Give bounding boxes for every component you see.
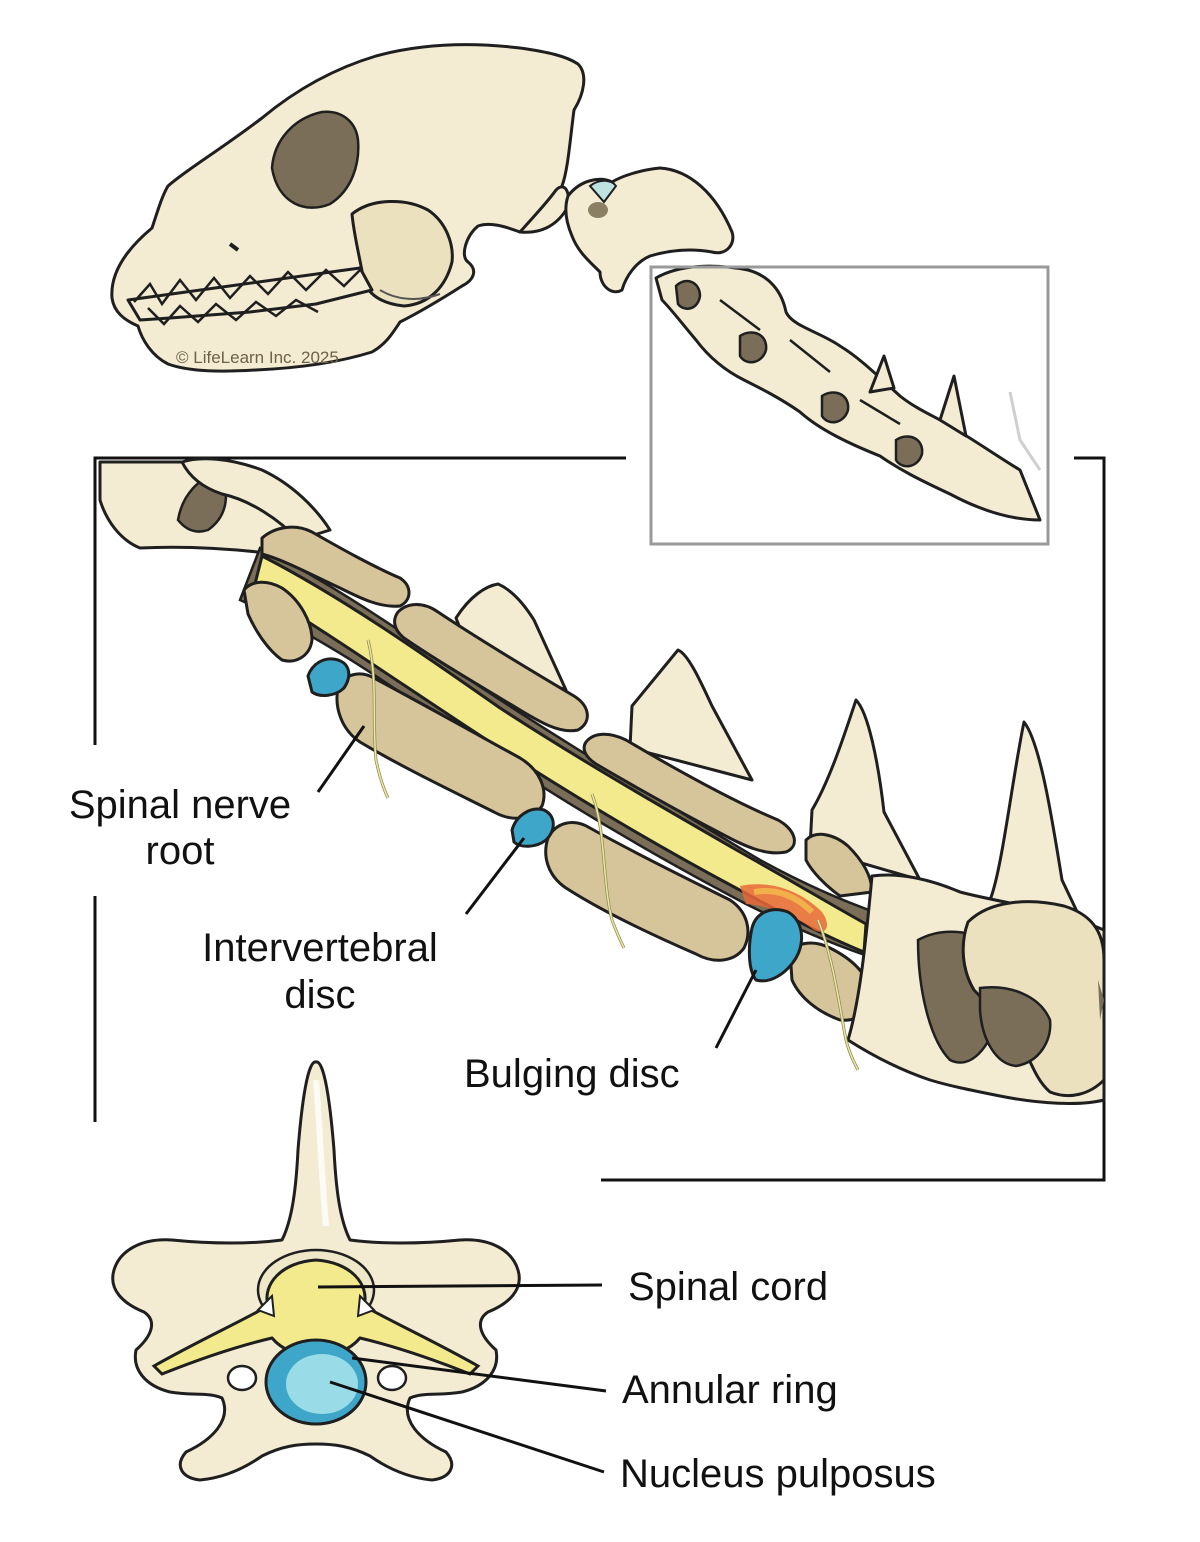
spinal-nerve-root-label-line1: Spinal nerve: [69, 783, 291, 827]
dog-skull-illustration: © LifeLearn Inc. 2025: [110, 43, 586, 373]
cervical-vertebrae-overview: [564, 166, 1042, 522]
copyright-text: © LifeLearn Inc. 2025: [176, 348, 339, 367]
spinal-nerve-root-leader: [316, 725, 366, 793]
intervertebral-disc-1: [306, 657, 351, 697]
vertebra-cross-section: [111, 1060, 521, 1482]
zoom-frame: [93, 456, 1106, 1182]
spinal-nerve-roots: [366, 639, 860, 1071]
bulging-disc-label: Bulging disc: [464, 1052, 680, 1096]
spinal-cord-label: Spinal cord: [628, 1265, 828, 1309]
spinal-cord-leader: [317, 1283, 603, 1289]
nucleus-pulposus-leader: [329, 1380, 605, 1474]
intervertebral-disc-2: [510, 807, 555, 848]
annular-ring-label: Annular ring: [622, 1368, 838, 1412]
annular-ring-leader: [351, 1356, 607, 1393]
zoomed-spine-section: [98, 457, 1106, 1105]
zoom-inset-box: [649, 265, 1050, 546]
intervertebral-disc-label-line2: disc: [284, 973, 355, 1017]
nucleus-pulposus-label: Nucleus pulposus: [620, 1452, 936, 1496]
bulging-disc-leader: [714, 969, 758, 1049]
nucleus-pulposus-shape: [286, 1354, 358, 1414]
bulging-disc-shape: [747, 908, 804, 983]
spinal-nerve-root-label-line2: root: [146, 829, 215, 873]
intervertebral-disc-label-line1: Intervertebral: [202, 926, 438, 970]
intervertebral-disc-leader: [464, 837, 526, 915]
